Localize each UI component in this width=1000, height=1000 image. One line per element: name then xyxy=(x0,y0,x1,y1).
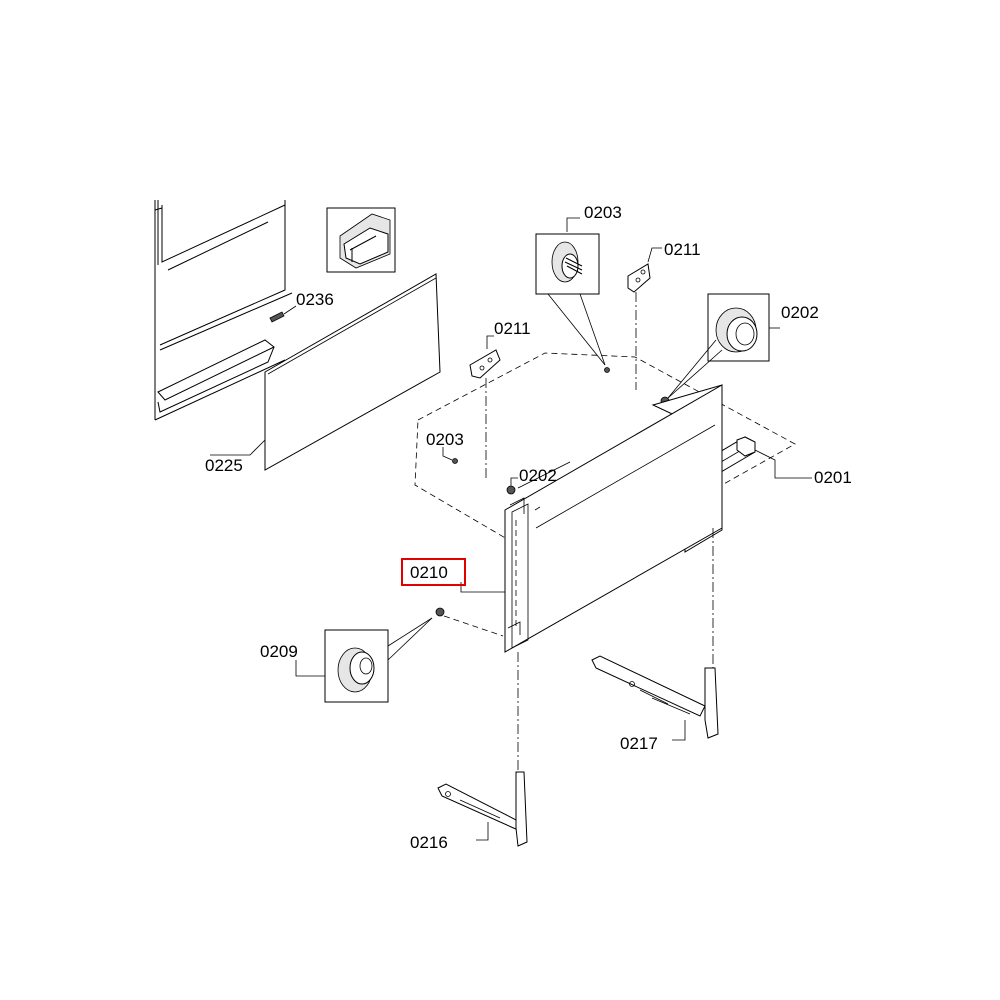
label-0236: 0236 xyxy=(296,290,334,309)
part-0203-inset-top xyxy=(535,217,610,373)
label-0202-mid: 0202 xyxy=(519,466,557,485)
label-0216: 0216 xyxy=(410,833,448,852)
part-0202-inset-top xyxy=(660,293,780,406)
part-0236-clip xyxy=(269,305,297,323)
label-0217: 0217 xyxy=(620,734,658,753)
part-0202-knob-mid xyxy=(506,461,571,495)
label-0209: 0209 xyxy=(260,642,298,661)
label-0210-highlight-box xyxy=(401,558,466,586)
part-0211-hinge-plate-top xyxy=(627,247,662,390)
label-0203-top: 0203 xyxy=(584,203,622,222)
label-0210: 0210 xyxy=(410,563,448,582)
part-0209-knob-inset xyxy=(295,607,504,703)
part-0210-front-glass xyxy=(460,384,723,653)
gasket-detail-inset xyxy=(326,207,396,273)
label-0203-mid: 0203 xyxy=(426,430,464,449)
assembly-outline-dashed xyxy=(414,352,796,574)
part-0211-hinge-plate-mid xyxy=(469,335,501,480)
part-0225-glass-panel xyxy=(210,273,441,471)
part-0217-hinge-right xyxy=(591,655,719,741)
part-0216-hinge-left xyxy=(437,771,528,847)
part-0203-screw-mid xyxy=(442,447,458,464)
label-0201: 0201 xyxy=(814,468,852,487)
label-0211-mid: 0211 xyxy=(494,319,531,338)
label-0202-top: 0202 xyxy=(781,303,819,322)
appliance-body-outline xyxy=(154,200,293,421)
label-0225: 0225 xyxy=(205,456,243,475)
label-0211-top: 0211 xyxy=(664,240,701,259)
